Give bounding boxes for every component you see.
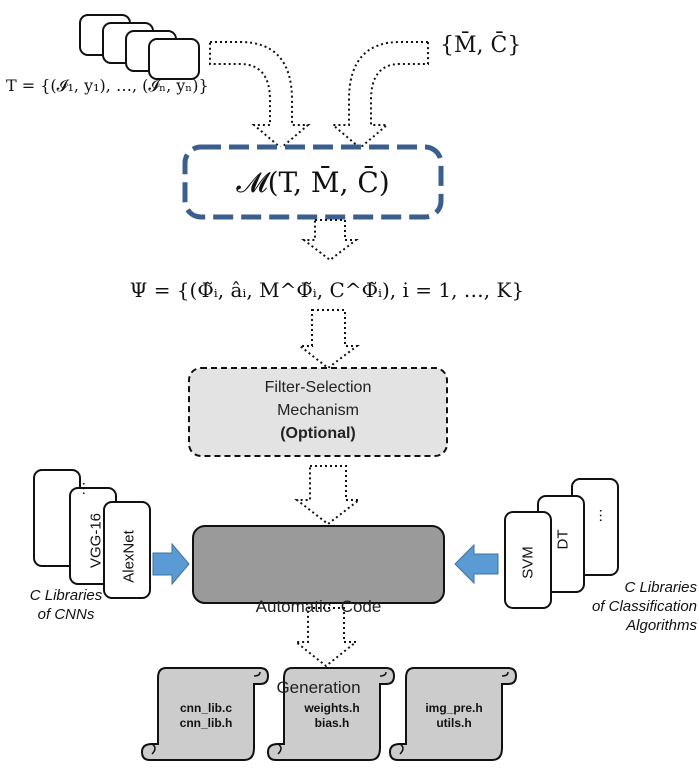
clf-card-svm: SVM [505, 512, 551, 579]
file-weights: weights.h bias.h [284, 701, 380, 731]
code-generation-line2: Generation [276, 678, 361, 697]
file-cnn-lib-line2: cnn_lib.h [179, 716, 233, 730]
classification-library-cards [504, 478, 619, 609]
file-cnn-lib: cnn_lib.c cnn_lib.h [158, 701, 254, 731]
dataset-formula: T = {(𝓘₁, y₁), …, (𝓘ₙ, yₙ)} [6, 76, 209, 95]
classification-library-label: C Libraries of Classification Algorithms [572, 578, 697, 635]
classification-library-label-line1: C Libraries [624, 579, 697, 596]
filter-selection-label: Filter-Selection Mechanism (Optional) [189, 376, 447, 445]
image-stack-icon [79, 14, 200, 80]
constraints-formula: {M̄, C̄} [440, 33, 522, 58]
code-generation-box [192, 525, 445, 604]
classification-library-label-line3: Algorithms [626, 617, 697, 634]
cnn-library-cards [33, 469, 151, 599]
filter-selection-box [188, 367, 448, 457]
file-scroll-icon [266, 667, 396, 761]
code-generation-label: Automatic Code Generation [193, 539, 444, 728]
filter-selection-line1: Filter-Selection [264, 379, 372, 396]
cnn-card-vgg16-label: VGG-16 [87, 512, 105, 569]
codegen-to-files-arrow [293, 607, 359, 668]
cnn-library-arrow [152, 542, 190, 586]
dataset-to-model-arrow [209, 41, 311, 150]
clf-card-svm-label: SVM [519, 546, 537, 579]
model-formula: 𝓜(T, M̄, C̄) [236, 166, 390, 199]
file-scroll-icon [140, 667, 270, 761]
classification-library-arrow [454, 543, 499, 585]
file-weights-line1: weights.h [304, 701, 360, 715]
code-generation-line1: Automatic Code [255, 597, 382, 616]
filter-selection-line2: Mechanism [277, 402, 359, 419]
cnn-library-label-line1: C Libraries [29, 587, 103, 604]
cnn-card-alexnet-label: AlexNet [120, 530, 138, 583]
psi-formula: Ψ = {(Φ̃ᵢ, âᵢ, M^Φ̃ᵢ, C^Φ̃ᵢ), i = 1, …, … [129, 278, 525, 302]
cnn-card-alexnet: AlexNet [104, 530, 150, 590]
file-cnn-lib-line1: cnn_lib.c [179, 701, 232, 715]
file-scroll-icon [388, 667, 518, 761]
cnn-card-ellipsis-label: … [71, 481, 89, 496]
filter-to-codegen-arrow [294, 465, 362, 526]
psi-to-filter-arrow [297, 309, 360, 370]
clf-card-ellipsis-label: … [588, 508, 606, 523]
filter-selection-optional: (Optional) [280, 425, 356, 442]
file-img-pre-line2: utils.h [436, 716, 472, 730]
model-box [182, 144, 444, 220]
constraints-to-model-arrow [330, 41, 429, 150]
file-img-pre-line1: img_pre.h [425, 701, 483, 715]
file-weights-line2: bias.h [314, 716, 350, 730]
classification-library-label-line2: of Classification [591, 598, 697, 615]
cnn-library-label: C Libraries of CNNs [6, 586, 126, 624]
cnn-library-label-line2: of CNNs [37, 606, 95, 623]
model-to-psi-arrow [301, 219, 359, 262]
clf-card-dt-label: DT [554, 529, 572, 550]
file-img-pre: img_pre.h utils.h [406, 701, 502, 731]
